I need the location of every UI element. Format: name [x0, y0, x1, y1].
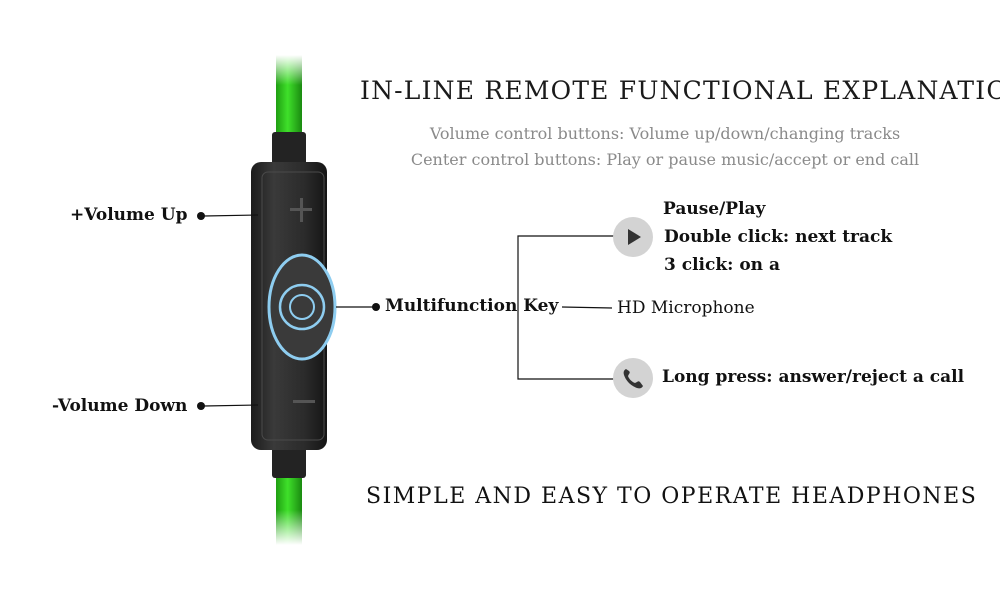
bracket-line — [517, 235, 614, 380]
volume-up-label: +Volume Up — [70, 205, 188, 225]
multifunction-dot — [372, 303, 380, 311]
minus-icon — [293, 400, 315, 403]
multifunction-label: Multifunction Key — [385, 296, 559, 316]
plus-icon — [290, 198, 312, 222]
subtitle-line-2: Center control buttons: Play or pause mu… — [410, 150, 920, 169]
play-info-2: Double click: next track — [664, 227, 893, 247]
footer-text: SIMPLE AND EASY TO OPERATE HEADPHONES — [366, 484, 978, 509]
play-info-1: Pause/Play — [663, 199, 766, 219]
page-title: IN-LINE REMOTE FUNCTIONAL EXPLANATION — [360, 76, 1000, 105]
microphone-label: HD Microphone — [617, 298, 755, 318]
volume-down-dot — [197, 402, 205, 410]
multifunction-ring — [267, 253, 337, 361]
volume-up-dot — [197, 212, 205, 220]
play-icon — [613, 217, 653, 257]
phone-icon — [613, 358, 653, 398]
call-info: Long press: answer/reject a call — [662, 367, 965, 387]
subtitle-line-1: Volume control buttons: Volume up/down/c… — [429, 124, 901, 143]
play-info-3: 3 click: on a — [664, 255, 780, 275]
volume-down-label: -Volume Down — [52, 396, 188, 416]
